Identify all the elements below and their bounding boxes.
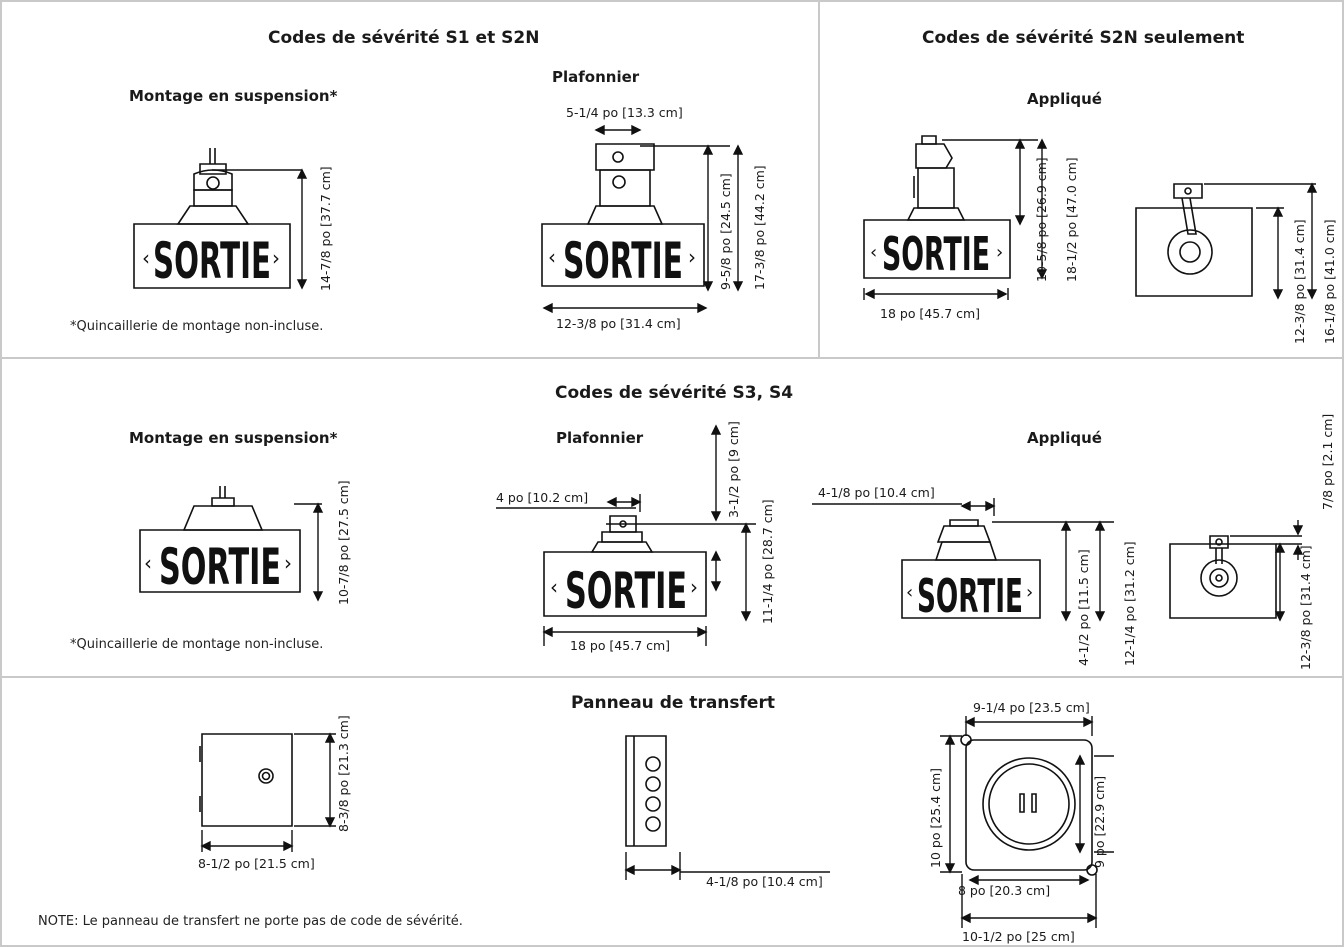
suspension-fixture-1: SORTIE ‹ › — [130, 148, 300, 290]
note-transfer: NOTE: Le panneau de transfert ne porte p… — [38, 914, 463, 929]
svg-text:‹: ‹ — [548, 245, 556, 269]
svg-text:‹: ‹ — [142, 246, 150, 270]
transfer-plate-view — [936, 712, 1116, 932]
row-divider-1 — [0, 357, 1344, 359]
plafonnier-dims-1 — [540, 120, 780, 320]
dim-plafonnier-top-width-1: 5-1/4 po [13.3 cm] — [566, 105, 683, 120]
note-hardware-2: *Quincaillerie de montage non-incluse. — [70, 637, 324, 652]
subtitle-applique-2: Appliqué — [1027, 429, 1102, 447]
dim-transfer-box-width: 8-1/2 po [21.5 cm] — [198, 856, 315, 871]
dim-plafonnier-width-2: 18 po [45.7 cm] — [570, 638, 671, 653]
plafonnier-fixture-1: SORTIE ‹ › — [538, 140, 718, 290]
row-divider-2 — [0, 676, 1344, 678]
dim-applique-top-width-2: 4-1/8 po [10.4 cm] — [818, 485, 935, 500]
dim-applique-total-height-2: 12-1/4 po [31.2 cm] — [1122, 541, 1137, 666]
svg-text:‹: ‹ — [550, 575, 558, 599]
applique-dims-2 — [812, 490, 1112, 640]
subtitle-suspension-1: Montage en suspension* — [129, 87, 338, 105]
dim-plafonnier-total-height-1: 17-3/8 po [44.2 cm] — [752, 165, 767, 290]
svg-text:›: › — [272, 246, 280, 270]
svg-text:›: › — [996, 242, 1003, 263]
suspension-fixture-2: SORTIE ‹ › — [136, 486, 306, 596]
dim-applique-side-height-1: 12-3/8 po [31.4 cm] — [1292, 219, 1307, 344]
subtitle-suspension-2: Montage en suspension* — [129, 429, 338, 447]
plafonnier-dims-2 — [496, 420, 776, 660]
plafonnier-fixture-2: SORTIE ‹ › — [540, 512, 720, 620]
applique-fixture-1: SORTIE ‹ › — [860, 132, 1020, 281]
dim-plafonnier-top-width-2: 4 po [10.2 cm] — [496, 490, 589, 505]
dim-applique-side-total-1: 16-1/8 po [41.0 cm] — [1322, 219, 1337, 344]
sign-text-1: SORTIE — [153, 232, 271, 290]
section-title-transfer: Panneau de transfert — [571, 693, 775, 713]
dim-plafonnier-body-height-1: 9-5/8 po [24.5 cm] — [718, 173, 733, 290]
transfer-box-side — [620, 730, 850, 890]
applique-side-view-2 — [1168, 520, 1318, 630]
svg-text:SORTIE: SORTIE — [563, 232, 683, 290]
dim-transfer-plate-outer-width: 10-1/2 po [25 cm] — [962, 929, 1075, 944]
section-title-s2n-only: Codes de sévérité S2N seulement — [922, 28, 1245, 48]
subtitle-applique-1: Appliqué — [1027, 90, 1102, 108]
applique-dims-1 — [862, 136, 1062, 306]
svg-text:›: › — [284, 551, 292, 575]
dim-plafonnier-width-1: 12-3/8 po [31.4 cm] — [556, 316, 681, 331]
subtitle-plafonnier-2: Plafonnier — [556, 429, 644, 447]
transfer-box-front — [196, 706, 346, 856]
dim-transfer-plate-inner-width: 8 po [20.3 cm] — [958, 883, 1051, 898]
dim-applique-width-1: 18 po [45.7 cm] — [880, 306, 981, 321]
dim-suspension-height-1: 14-7/8 po [37.7 cm] — [318, 166, 333, 291]
dim-plafonnier-top-height-2: 3-1/2 po [9 cm] — [726, 421, 741, 518]
svg-text:›: › — [688, 245, 696, 269]
top-divider-vertical — [818, 0, 820, 358]
svg-text:SORTIE: SORTIE — [565, 562, 687, 620]
suspension-dim-1 — [212, 166, 322, 296]
svg-text:SORTIE: SORTIE — [882, 227, 990, 281]
applique-fixture-2: SORTIE ‹ › — [898, 516, 1048, 623]
section-title-s1-s2n: Codes de sévérité S1 et S2N — [268, 28, 540, 48]
svg-text:SORTIE: SORTIE — [159, 538, 281, 596]
svg-text:›: › — [690, 575, 698, 599]
dim-applique-body-height-1: 10-5/8 po [26.9 cm] — [1034, 157, 1049, 282]
dim-applique-body-height-2: 4-1/2 po [11.5 cm] — [1076, 549, 1091, 666]
subtitle-plafonnier-1: Plafonnier — [552, 68, 640, 86]
dim-transfer-side-depth: 4-1/8 po [10.4 cm] — [706, 874, 823, 889]
note-hardware-1: *Quincaillerie de montage non-incluse. — [70, 319, 324, 334]
svg-text:‹: ‹ — [870, 242, 877, 263]
svg-text:‹: ‹ — [144, 551, 152, 575]
dim-suspension-height-2: 10-7/8 po [27.5 cm] — [336, 480, 351, 605]
section-title-s3-s4: Codes de sévérité S3, S4 — [555, 383, 794, 403]
svg-text:SORTIE: SORTIE — [917, 569, 1023, 623]
applique-side-view-1 — [1134, 180, 1334, 310]
svg-text:‹: ‹ — [906, 582, 913, 603]
dim-transfer-plate-height-right: 9 po [22.9 cm] — [1092, 775, 1107, 868]
dim-applique-top-height-2: 7/8 po [2.1 cm] — [1320, 413, 1335, 510]
svg-text:›: › — [1026, 582, 1033, 603]
dim-transfer-plate-width-top: 9-1/4 po [23.5 cm] — [973, 700, 1090, 715]
dim-applique-side-height-2: 12-3/8 po [31.4 cm] — [1298, 545, 1313, 670]
dim-transfer-plate-height-left: 10 po [25.4 cm] — [928, 767, 943, 868]
dim-plafonnier-height-2: 11-1/4 po [28.7 cm] — [760, 499, 775, 624]
suspension-dim-2 — [294, 500, 344, 610]
dim-applique-total-height-1: 18-1/2 po [47.0 cm] — [1064, 157, 1079, 282]
dim-transfer-box-height: 8-3/8 po [21.3 cm] — [336, 715, 351, 832]
